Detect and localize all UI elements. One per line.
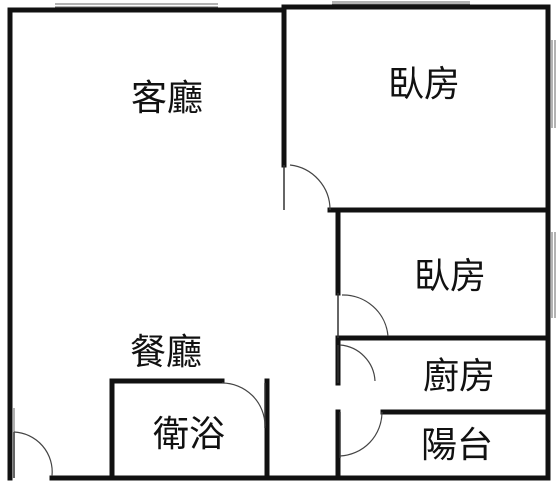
label-balcony: 陽台 bbox=[421, 425, 493, 466]
door-kitchen-arc bbox=[339, 344, 376, 382]
door-bathroom-arc bbox=[221, 382, 266, 427]
label-dining-room: 餐廳 bbox=[130, 332, 202, 373]
label-bathroom: 衛浴 bbox=[153, 414, 225, 455]
outer-walls bbox=[7, 4, 551, 481]
windows bbox=[13, 1, 556, 478]
label-bedroom-1: 臥房 bbox=[388, 64, 460, 105]
door-bedroom1-arc bbox=[289, 164, 331, 211]
label-living-room: 客廳 bbox=[131, 78, 203, 119]
room-labels: 客廳 臥房 臥房 餐廳 廚房 衛浴 陽台 bbox=[130, 64, 495, 466]
label-bedroom-2: 臥房 bbox=[414, 256, 486, 297]
door-bedroom2-arc bbox=[341, 294, 389, 337]
door-balcony-arc bbox=[339, 411, 383, 457]
doors bbox=[13, 164, 389, 478]
label-kitchen: 廚房 bbox=[423, 356, 495, 397]
door-entrance-arc bbox=[13, 431, 53, 477]
